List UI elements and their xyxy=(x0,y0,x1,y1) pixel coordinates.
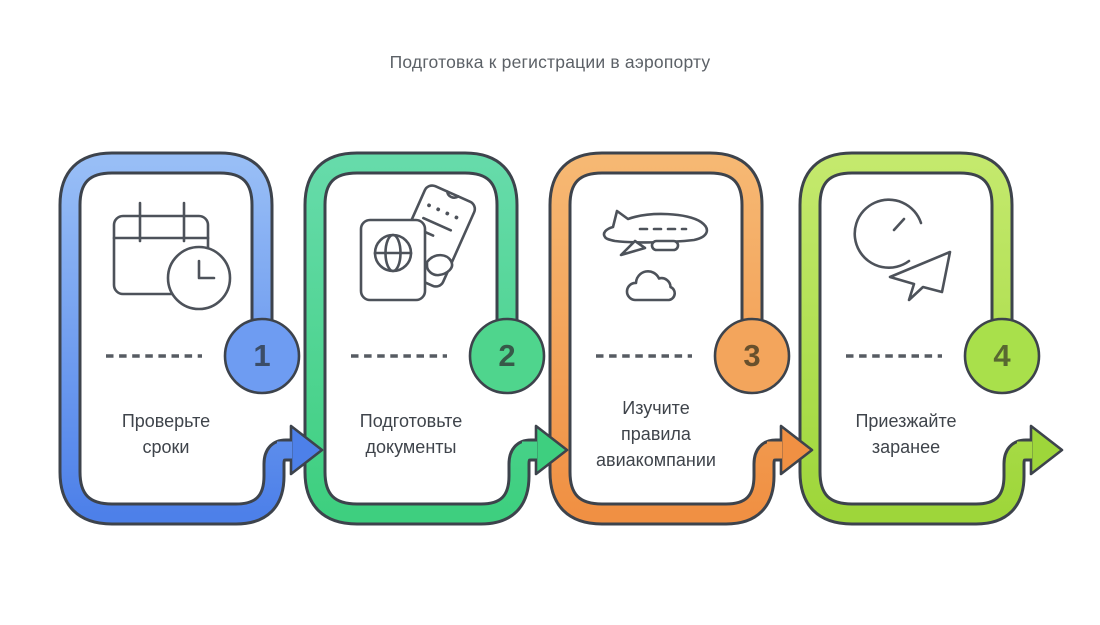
flow-arrow-icon xyxy=(289,424,324,476)
clock-paper-plane-icon xyxy=(853,198,952,302)
step-label-line: Подготовьте xyxy=(359,411,463,431)
step-pipe-1 xyxy=(58,151,324,526)
step-pipe-3 xyxy=(548,151,814,526)
step-card-2: 2 Подготовьте документы xyxy=(295,140,615,540)
step-label-line: документы xyxy=(365,437,457,457)
flow-arrow-icon xyxy=(534,424,569,476)
step-card-3: 3 Изучите правила авиакомпании xyxy=(540,140,860,540)
step-number: 4 xyxy=(993,338,1011,373)
step-number-badge xyxy=(468,317,546,395)
step-card-4: 4 Приезжайте заранее xyxy=(790,140,1100,540)
calendar-clock-icon xyxy=(112,201,232,311)
step-pipe-2 xyxy=(303,151,569,526)
step-label: Подготовьте документы xyxy=(311,408,511,460)
step-label-line: сроки xyxy=(142,437,190,457)
step-label: Приезжайте заранее xyxy=(806,408,1006,460)
step-label-line: Приезжайте xyxy=(855,411,957,431)
infographic-title: Подготовка к регистрации в аэропорту xyxy=(389,52,711,72)
step-label-line: правила xyxy=(621,424,691,444)
step-number: 2 xyxy=(498,338,516,373)
step-label-line: Изучите xyxy=(622,398,690,418)
step-pipe-4 xyxy=(798,151,1064,526)
step-number: 3 xyxy=(743,338,761,373)
step-number-badge xyxy=(223,317,301,395)
passport-ticket-icon xyxy=(359,184,477,302)
step-label: Проверьте сроки xyxy=(66,408,266,460)
flow-arrow-icon xyxy=(779,424,814,476)
step-label: Изучите правила авиакомпании xyxy=(556,395,756,473)
step-number-badge xyxy=(713,317,791,395)
step-number: 1 xyxy=(253,338,271,373)
step-label-line: Проверьте xyxy=(121,411,211,431)
airplane-cloud-icon xyxy=(602,209,709,302)
step-number-badge xyxy=(963,317,1041,395)
step-label-line: авиакомпании xyxy=(596,450,716,470)
step-label-line: заранее xyxy=(871,437,941,457)
step-card-1: 1 Проверьте сроки xyxy=(50,140,370,540)
flow-arrow-icon xyxy=(1029,424,1064,476)
